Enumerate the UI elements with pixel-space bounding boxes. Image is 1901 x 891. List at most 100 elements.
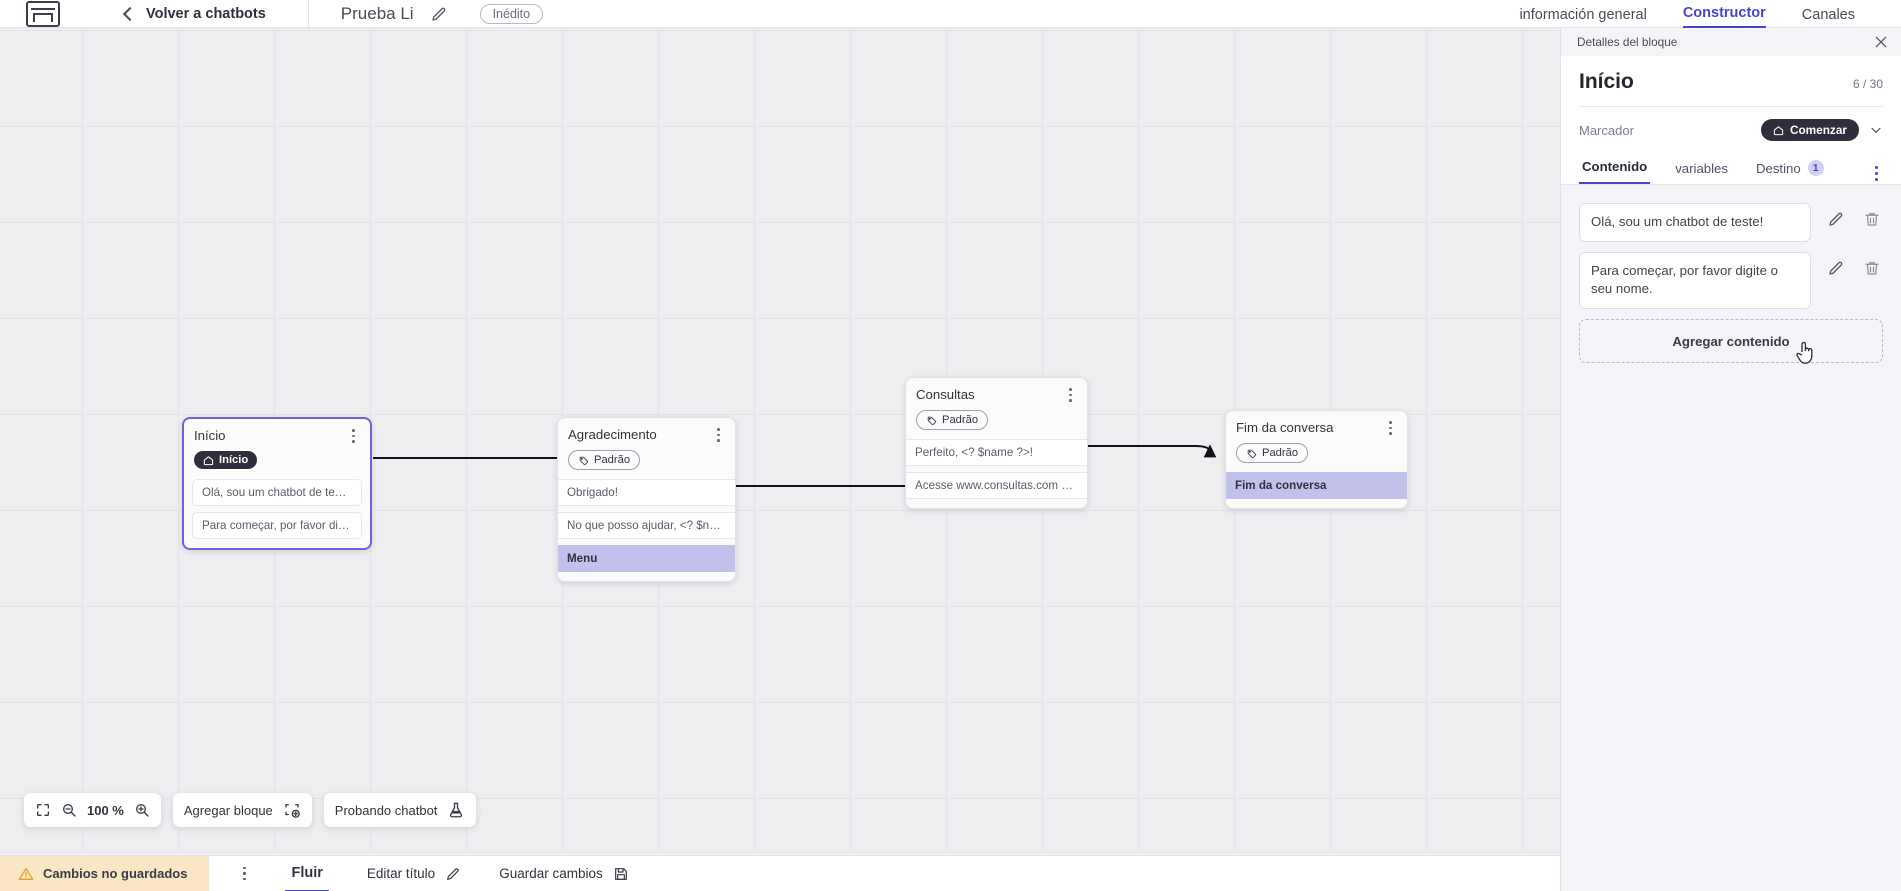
panel-tabs-divider [1561,184,1901,185]
node-tag-label: Padrão [942,414,979,426]
panel-card: Início 6 / 30 Marcador Comenzar [1561,56,1901,185]
content-text[interactable]: Para começar, por favor digite o seu nom… [1579,251,1811,310]
fit-screen-icon[interactable] [35,802,51,818]
edit-title-label: Editar título [366,866,436,881]
node-message[interactable]: Perfeito, <? $name ?>! [906,438,1087,466]
flow-node-fim-da-conversa[interactable]: Fim da conversa Padrão Fim da conversa [1225,410,1408,509]
tab-variables-label: variables [1675,161,1728,176]
node-message[interactable]: Olá, sou um chatbot de teste! [192,478,362,506]
block-title: Início [1579,70,1634,93]
marker-pill-label: Comenzar [1789,123,1847,137]
close-icon[interactable] [1873,34,1889,50]
zoom-in-icon[interactable] [134,802,150,818]
node-menu-button[interactable] [1383,420,1397,436]
pencil-icon[interactable] [1827,210,1847,230]
publish-status-badge: Inédito [479,3,544,24]
node-menu-button[interactable] [711,427,725,443]
edit-title-button[interactable]: Editar título [367,866,461,882]
node-tag-label: Padrão [594,454,631,466]
tab-fluir[interactable]: Fluir [285,856,329,891]
node-title: Início [194,428,226,443]
tab-contenido[interactable]: Contenido [1579,159,1651,184]
canvas-toolbar: 100 % Agregar bloque P [24,793,477,827]
chevron-down-icon[interactable] [1869,123,1883,137]
unsaved-changes-label: Cambios no guardados [43,866,188,881]
flow-canvas[interactable]: Início Início Olá, sou um chatbot de tes… [0,28,1560,863]
top-bar: Volver a chatbots Prueba Li Inédito info… [0,0,1901,28]
trash-icon[interactable] [1863,210,1883,230]
node-tag-padrao: Padrão [916,410,989,430]
trash-icon[interactable] [1863,259,1883,279]
panel-tabs: Contenido variables Destino 1 [1579,151,1883,184]
node-tag-padrao: Padrão [568,450,641,470]
marker-row: Marcador Comenzar [1579,107,1883,151]
tag-icon [926,415,937,426]
add-block-icon [283,801,301,819]
zoom-out-icon[interactable] [61,802,77,818]
tab-variables[interactable]: variables [1672,161,1731,184]
node-message[interactable]: Obrigado! [558,478,735,506]
flow-node-consultas[interactable]: Consultas Padrão Perfeito, <? $name ?>! … [905,377,1088,509]
home-icon [203,455,214,466]
save-changes-label: Guardar cambios [499,866,603,881]
content-item-row: Para começar, por favor digite o seu nom… [1579,251,1883,310]
node-messages: Obrigado! No que posso ajudar, <? $name … [558,478,735,572]
panel-header: Detalles del bloque [1561,28,1901,56]
flow-node-inicio[interactable]: Início Início Olá, sou um chatbot de tes… [182,417,372,550]
tab-canales[interactable]: Canales [1801,6,1855,23]
node-message[interactable]: No que posso ajudar, <? $name ... [558,511,735,539]
node-messages: Fim da conversa [1226,471,1407,499]
content-text[interactable]: Olá, sou um chatbot de teste! [1579,203,1811,242]
save-changes-button[interactable]: Guardar cambios [499,866,629,882]
node-message[interactable]: Para começar, por favor digite o ... [192,511,362,539]
test-chatbot-button[interactable]: Probando chatbot [323,793,477,827]
node-header: Início [184,419,370,444]
tag-icon [578,455,589,466]
panel-header-title: Detalles del bloque [1577,35,1678,49]
node-tag-label: Início [219,454,249,466]
panel-content: Olá, sou um chatbot de teste! Para começ… [1561,185,1901,891]
node-tag-inicio: Início [194,451,258,469]
tab-destino[interactable]: Destino 1 [1753,160,1827,184]
topbar-divider [307,0,309,28]
save-disk-icon [613,866,629,882]
node-title: Fim da conversa [1236,420,1334,435]
test-chatbot-label: Probando chatbot [334,802,438,818]
node-message-menu[interactable]: Menu [558,544,735,572]
node-tag-padrao: Padrão [1236,443,1309,463]
tab-contenido-label: Contenido [1582,159,1648,174]
flow-node-agradecimento[interactable]: Agradecimento Padrão Obrigado! No que po… [557,417,736,582]
vtex-logo-icon[interactable] [26,0,60,27]
node-title: Agradecimento [568,427,657,442]
chevron-left-icon[interactable] [120,7,134,21]
tab-destino-label: Destino [1755,160,1801,176]
add-content-button[interactable]: Agregar contenido [1579,319,1883,364]
zoom-controls: 100 % [24,793,161,827]
content-item-row: Olá, sou um chatbot de teste! [1579,203,1883,242]
node-tag-label: Padrão [1262,447,1299,459]
back-to-chatbots-link[interactable]: Volver a chatbots [146,5,266,22]
pencil-icon [445,866,461,882]
marker-pill-comenzar[interactable]: Comenzar [1760,119,1859,141]
panel-title-row: Início 6 / 30 [1579,56,1883,107]
kebab-menu-icon[interactable] [237,866,251,882]
node-message-end[interactable]: Fim da conversa [1226,471,1407,499]
node-menu-button[interactable] [1063,387,1077,403]
pencil-icon[interactable] [1827,259,1847,279]
node-message[interactable]: Acesse www.consultas.com par... [906,471,1087,499]
block-details-panel: Detalles del bloque Início 6 / 30 Marcad… [1560,28,1901,891]
tab-constructor[interactable]: Constructor [1682,5,1766,28]
add-block-button[interactable]: Agregar bloque [172,793,312,827]
pencil-icon[interactable] [430,5,448,23]
home-icon [1773,125,1784,136]
add-block-label: Agregar bloque [183,802,273,818]
node-header: Consultas [906,378,1087,403]
node-menu-button[interactable] [346,428,360,444]
tab-informacion-general[interactable]: información general [1519,6,1647,23]
flask-icon [447,801,465,819]
bottom-status-bar: Cambios no guardados Fluir Editar título… [0,855,1560,891]
block-count: 6 / 30 [1852,77,1883,91]
zoom-level-label: 100 % [87,802,124,818]
node-messages: Perfeito, <? $name ?>! Acesse www.consul… [906,438,1087,499]
kebab-menu-icon[interactable] [1869,166,1883,184]
